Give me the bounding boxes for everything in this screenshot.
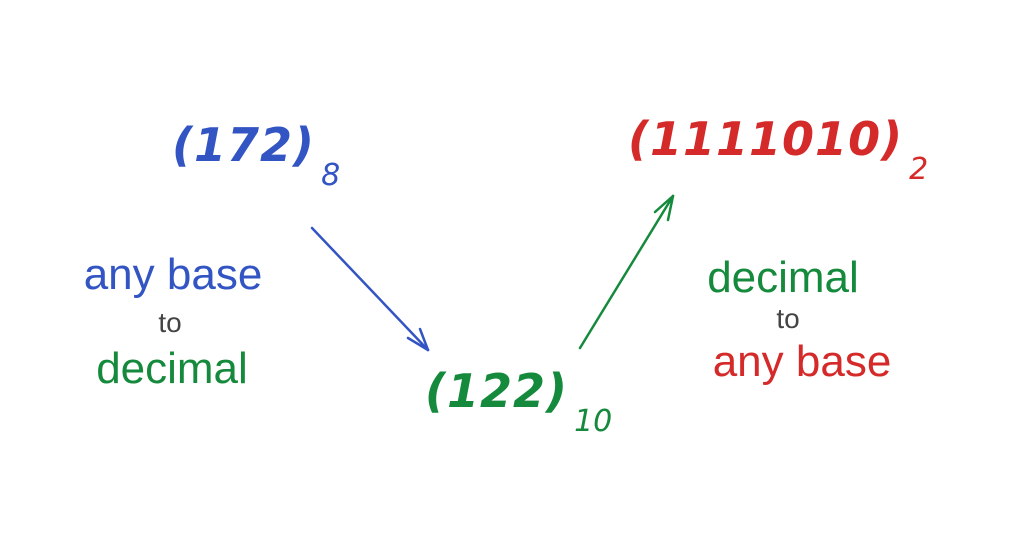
octal-base-subscript: 8 [321,158,341,193]
left-caption-decimal: decimal [96,344,248,393]
right-caption-decimal: decimal [707,253,859,302]
right-caption-any-base: any base [712,337,892,386]
right-caption-to: to [776,303,800,334]
decimal-value: (122) [425,364,569,418]
decimal-number: (122)10 [425,368,612,437]
arrow-decimal-to-binary [578,194,675,350]
left-caption-to: to [158,307,182,338]
binary-number: (1111010)2 [628,116,928,185]
decimal-base-subscript: 10 [574,404,613,439]
arrow-octal-to-decimal [310,226,430,352]
octal-number: (172)8 [172,122,340,191]
binary-base-subscript: 2 [909,152,929,187]
binary-value: (1111010) [628,112,904,166]
octal-value: (172) [172,118,316,172]
left-caption-any-base: any base [83,250,263,299]
